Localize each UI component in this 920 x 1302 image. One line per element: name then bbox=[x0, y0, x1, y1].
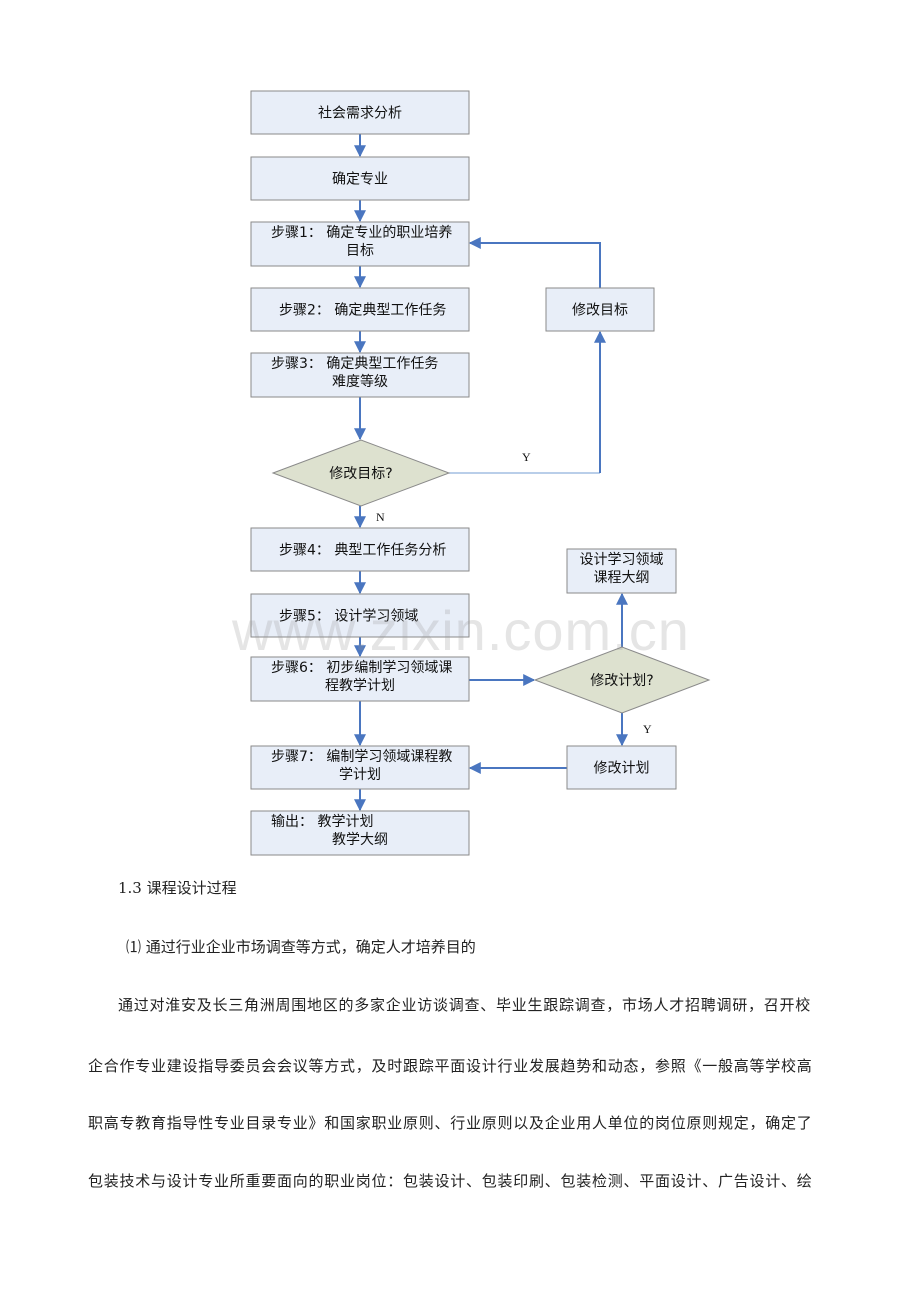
box-shape bbox=[250, 287, 470, 332]
box-shape bbox=[250, 156, 470, 201]
box-shape bbox=[545, 287, 655, 332]
box-label: 社会需求分析 bbox=[318, 106, 402, 122]
box-shape bbox=[250, 90, 470, 135]
paragraph-line: 企合作专业建设指导委员会会议等方式，及时跟踪平面设计行业发展趋势和动态，参照《一… bbox=[88, 1057, 813, 1075]
box-shape bbox=[250, 221, 470, 267]
box-label: 程教学计划 bbox=[325, 678, 395, 694]
box-label: 步骤1： 确定专业的职业培养 bbox=[271, 225, 452, 241]
paragraph-line: 职高专教育指导性专业目录专业》和国家职业原则、行业原则以及企业用人单位的岗位原则… bbox=[88, 1114, 813, 1132]
flow-box-step2: 步骤2： 确定典型工作任务 bbox=[250, 287, 470, 332]
box-shape bbox=[250, 352, 470, 398]
section-subheading: ⑴ 通过行业企业市场调查等方式，确定人才培养目的 bbox=[126, 938, 476, 956]
box-label: 步骤2： 确定典型工作任务 bbox=[279, 303, 446, 319]
decision-shape bbox=[271, 439, 451, 507]
flow-box-modify-goal: 修改目标 bbox=[545, 287, 655, 332]
box-shape bbox=[250, 527, 470, 572]
box-shape bbox=[250, 810, 470, 856]
flow-box-determine-major: 确定专业 bbox=[250, 156, 470, 201]
box-shape bbox=[566, 548, 677, 594]
box-label: 步骤3： 确定典型工作任务 bbox=[271, 356, 438, 372]
decision-shape bbox=[533, 646, 711, 714]
flowchart-connectors bbox=[354, 134, 628, 812]
box-label: 学计划 bbox=[339, 767, 381, 783]
paragraph-line: 通过对淮安及长三角洲周围地区的多家企业访谈调查、毕业生跟踪调查，市场人才招聘调研… bbox=[118, 996, 812, 1014]
flow-decision-decision-modify-goal: 修改目标? bbox=[271, 439, 451, 507]
edge-label-goal-no: N bbox=[376, 510, 385, 524]
flow-box-step5: 步骤5： 设计学习领域 bbox=[250, 593, 470, 638]
decision-label: 修改计划? bbox=[590, 673, 653, 689]
box-label: 步骤4： 典型工作任务分析 bbox=[279, 543, 446, 559]
section-heading: 1.3 课程设计过程 bbox=[118, 879, 237, 897]
box-shape bbox=[566, 745, 677, 790]
box-label: 修改目标 bbox=[572, 303, 628, 319]
box-label: 步骤7： 编制学习领域课程教 bbox=[271, 749, 452, 765]
box-shape bbox=[250, 745, 470, 790]
box-label: 修改计划 bbox=[594, 761, 650, 777]
flow-decision-decision-modify-plan: 修改计划? bbox=[533, 646, 711, 714]
box-label: 确定专业 bbox=[332, 172, 388, 188]
box-label: 输出： 教学计划 bbox=[271, 814, 373, 830]
flow-box-social-demand: 社会需求分析 bbox=[250, 90, 470, 135]
edge-label-goal-yes: Y bbox=[522, 450, 531, 464]
edge-label-plan-yes: Y bbox=[643, 722, 652, 736]
box-shape bbox=[250, 593, 470, 638]
arrow-modify-goal-to-step1 bbox=[468, 237, 601, 288]
box-label: 课程大纲 bbox=[594, 570, 650, 586]
box-label: 目标 bbox=[346, 243, 374, 259]
paragraph-line: 包装技术与设计专业所重要面向的职业岗位：包装设计、包装印刷、包装检测、平面设计、… bbox=[88, 1172, 813, 1190]
box-label: 教学大纲 bbox=[332, 832, 388, 848]
flowchart-edge-labels: Y N Y bbox=[376, 450, 652, 736]
box-label: 难度等级 bbox=[332, 373, 388, 390]
box-shape bbox=[250, 656, 470, 702]
box-label: 步骤5： 设计学习领域 bbox=[279, 609, 418, 625]
box-label: 步骤6： 初步编制学习领域课 bbox=[271, 659, 452, 676]
decision-label: 修改目标? bbox=[329, 466, 392, 482]
flow-box-modify-plan: 修改计划 bbox=[566, 745, 677, 790]
box-label: 设计学习领域 bbox=[580, 552, 664, 568]
flow-box-step4: 步骤4： 典型工作任务分析 bbox=[250, 527, 470, 572]
